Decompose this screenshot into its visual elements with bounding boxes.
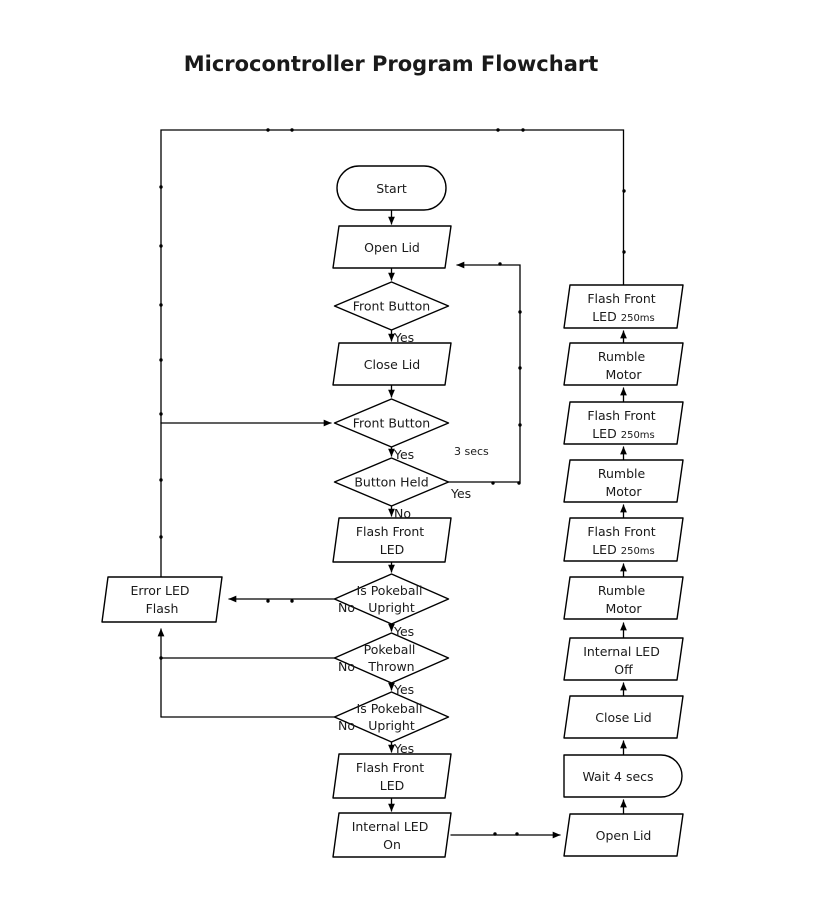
delay-shape <box>563 754 683 798</box>
node-start: Start <box>336 165 447 211</box>
node-label: Flash Front LED <box>356 524 428 557</box>
node-open-lid-2: Open Lid <box>563 813 684 857</box>
io-shape <box>563 342 684 386</box>
edge-label-no: No <box>338 718 355 733</box>
node-is-pokeball-upright-2: Is Pokeball Upright <box>333 691 450 743</box>
node-label: Is Pokeball Upright <box>357 701 427 733</box>
io-shape <box>563 637 684 681</box>
node-label: Close Lid <box>595 710 651 725</box>
node-label: Front Button <box>353 299 430 314</box>
node-internal-led-on: Internal LED On <box>332 812 452 858</box>
io-shape <box>563 813 684 857</box>
io-shape <box>332 753 452 799</box>
edge-label-no: No <box>394 506 411 521</box>
node-label: Front Button <box>353 416 430 431</box>
decision-shape <box>333 281 450 331</box>
node-label: Rumble Motor <box>598 583 649 616</box>
io-shape <box>332 225 452 269</box>
node-close-lid: Close Lid <box>332 342 452 386</box>
node-label: Internal LED Off <box>583 644 664 677</box>
terminator-shape <box>336 165 447 211</box>
edge-label-yes: Yes <box>393 682 414 697</box>
node-internal-led-off: Internal LED Off <box>563 637 684 681</box>
io-shape <box>563 576 684 620</box>
edge-label-yes: Yes <box>393 330 414 345</box>
node-rumble-motor-3: Rumble Motor <box>563 576 684 620</box>
node-rumble-motor-1: Rumble Motor <box>563 342 684 386</box>
edge-label-yes: Yes <box>393 741 414 756</box>
node-label: Pokeball Thrown <box>364 642 420 674</box>
node-label: Button Held <box>354 475 428 490</box>
decision-shape <box>333 573 450 625</box>
node-error-led-flash: Error LED Flash <box>101 576 223 623</box>
decision-shape <box>333 691 450 743</box>
node-label: Rumble Motor <box>598 466 649 499</box>
io-shape <box>332 812 452 858</box>
edge-label-3-secs: 3 secs <box>454 445 489 458</box>
node-label: Close Lid <box>364 357 420 372</box>
connector-buttonheld-yes-loop <box>446 261 521 483</box>
node-front-button-2: Front Button <box>333 398 450 448</box>
edge-label-yes: Yes <box>393 624 414 639</box>
node-label: Start <box>376 181 407 196</box>
node-wait-4-secs: Wait 4 secs <box>563 754 683 798</box>
io-shape <box>563 517 684 562</box>
node-label: Error LED Flash <box>131 583 194 616</box>
node-flash-front-led-1: Flash Front LED <box>332 517 452 563</box>
node-front-button-1: Front Button <box>333 281 450 331</box>
node-label: Rumble Motor <box>598 349 649 382</box>
connectors <box>157 129 627 839</box>
edge-label-yes: Yes <box>450 486 471 501</box>
node-pokeball-thrown: Pokeball Thrown <box>333 632 450 684</box>
io-shape <box>563 401 684 445</box>
edge-label-no: No <box>338 600 355 615</box>
page-title: Microcontroller Program Flowchart <box>184 52 599 76</box>
decision-shape <box>333 632 450 684</box>
node-close-lid-2: Close Lid <box>563 695 684 739</box>
node-flash-front-led-2: Flash Front LED <box>332 753 452 799</box>
io-shape <box>563 284 684 329</box>
node-rumble-motor-2: Rumble Motor <box>563 459 684 503</box>
node-button-held: Button Held <box>333 457 450 507</box>
node-is-pokeball-upright-1: Is Pokeball Upright <box>333 573 450 625</box>
node-open-lid: Open Lid <box>332 225 452 269</box>
io-shape <box>332 517 452 563</box>
node-label: Is Pokeball Upright <box>357 583 427 615</box>
connector-joint-dots <box>159 128 626 836</box>
edge-label-yes: Yes <box>393 447 414 462</box>
edge-label-no: No <box>338 659 355 674</box>
io-shape <box>332 342 452 386</box>
edge-labels: Yes Yes 3 secs Yes No No Yes No Yes No Y… <box>338 330 489 756</box>
decision-shape <box>333 398 450 448</box>
node-label: Open Lid <box>596 828 652 843</box>
node-label: Flash Front LED <box>356 760 428 793</box>
connector-return-rail <box>160 129 625 424</box>
node-label: Open Lid <box>364 240 420 255</box>
io-shape <box>563 695 684 739</box>
io-shape <box>563 459 684 503</box>
io-shape <box>101 576 223 623</box>
node-label: Internal LED On <box>352 819 433 852</box>
decision-shape <box>333 457 450 507</box>
node-label: Wait 4 secs <box>582 769 653 784</box>
